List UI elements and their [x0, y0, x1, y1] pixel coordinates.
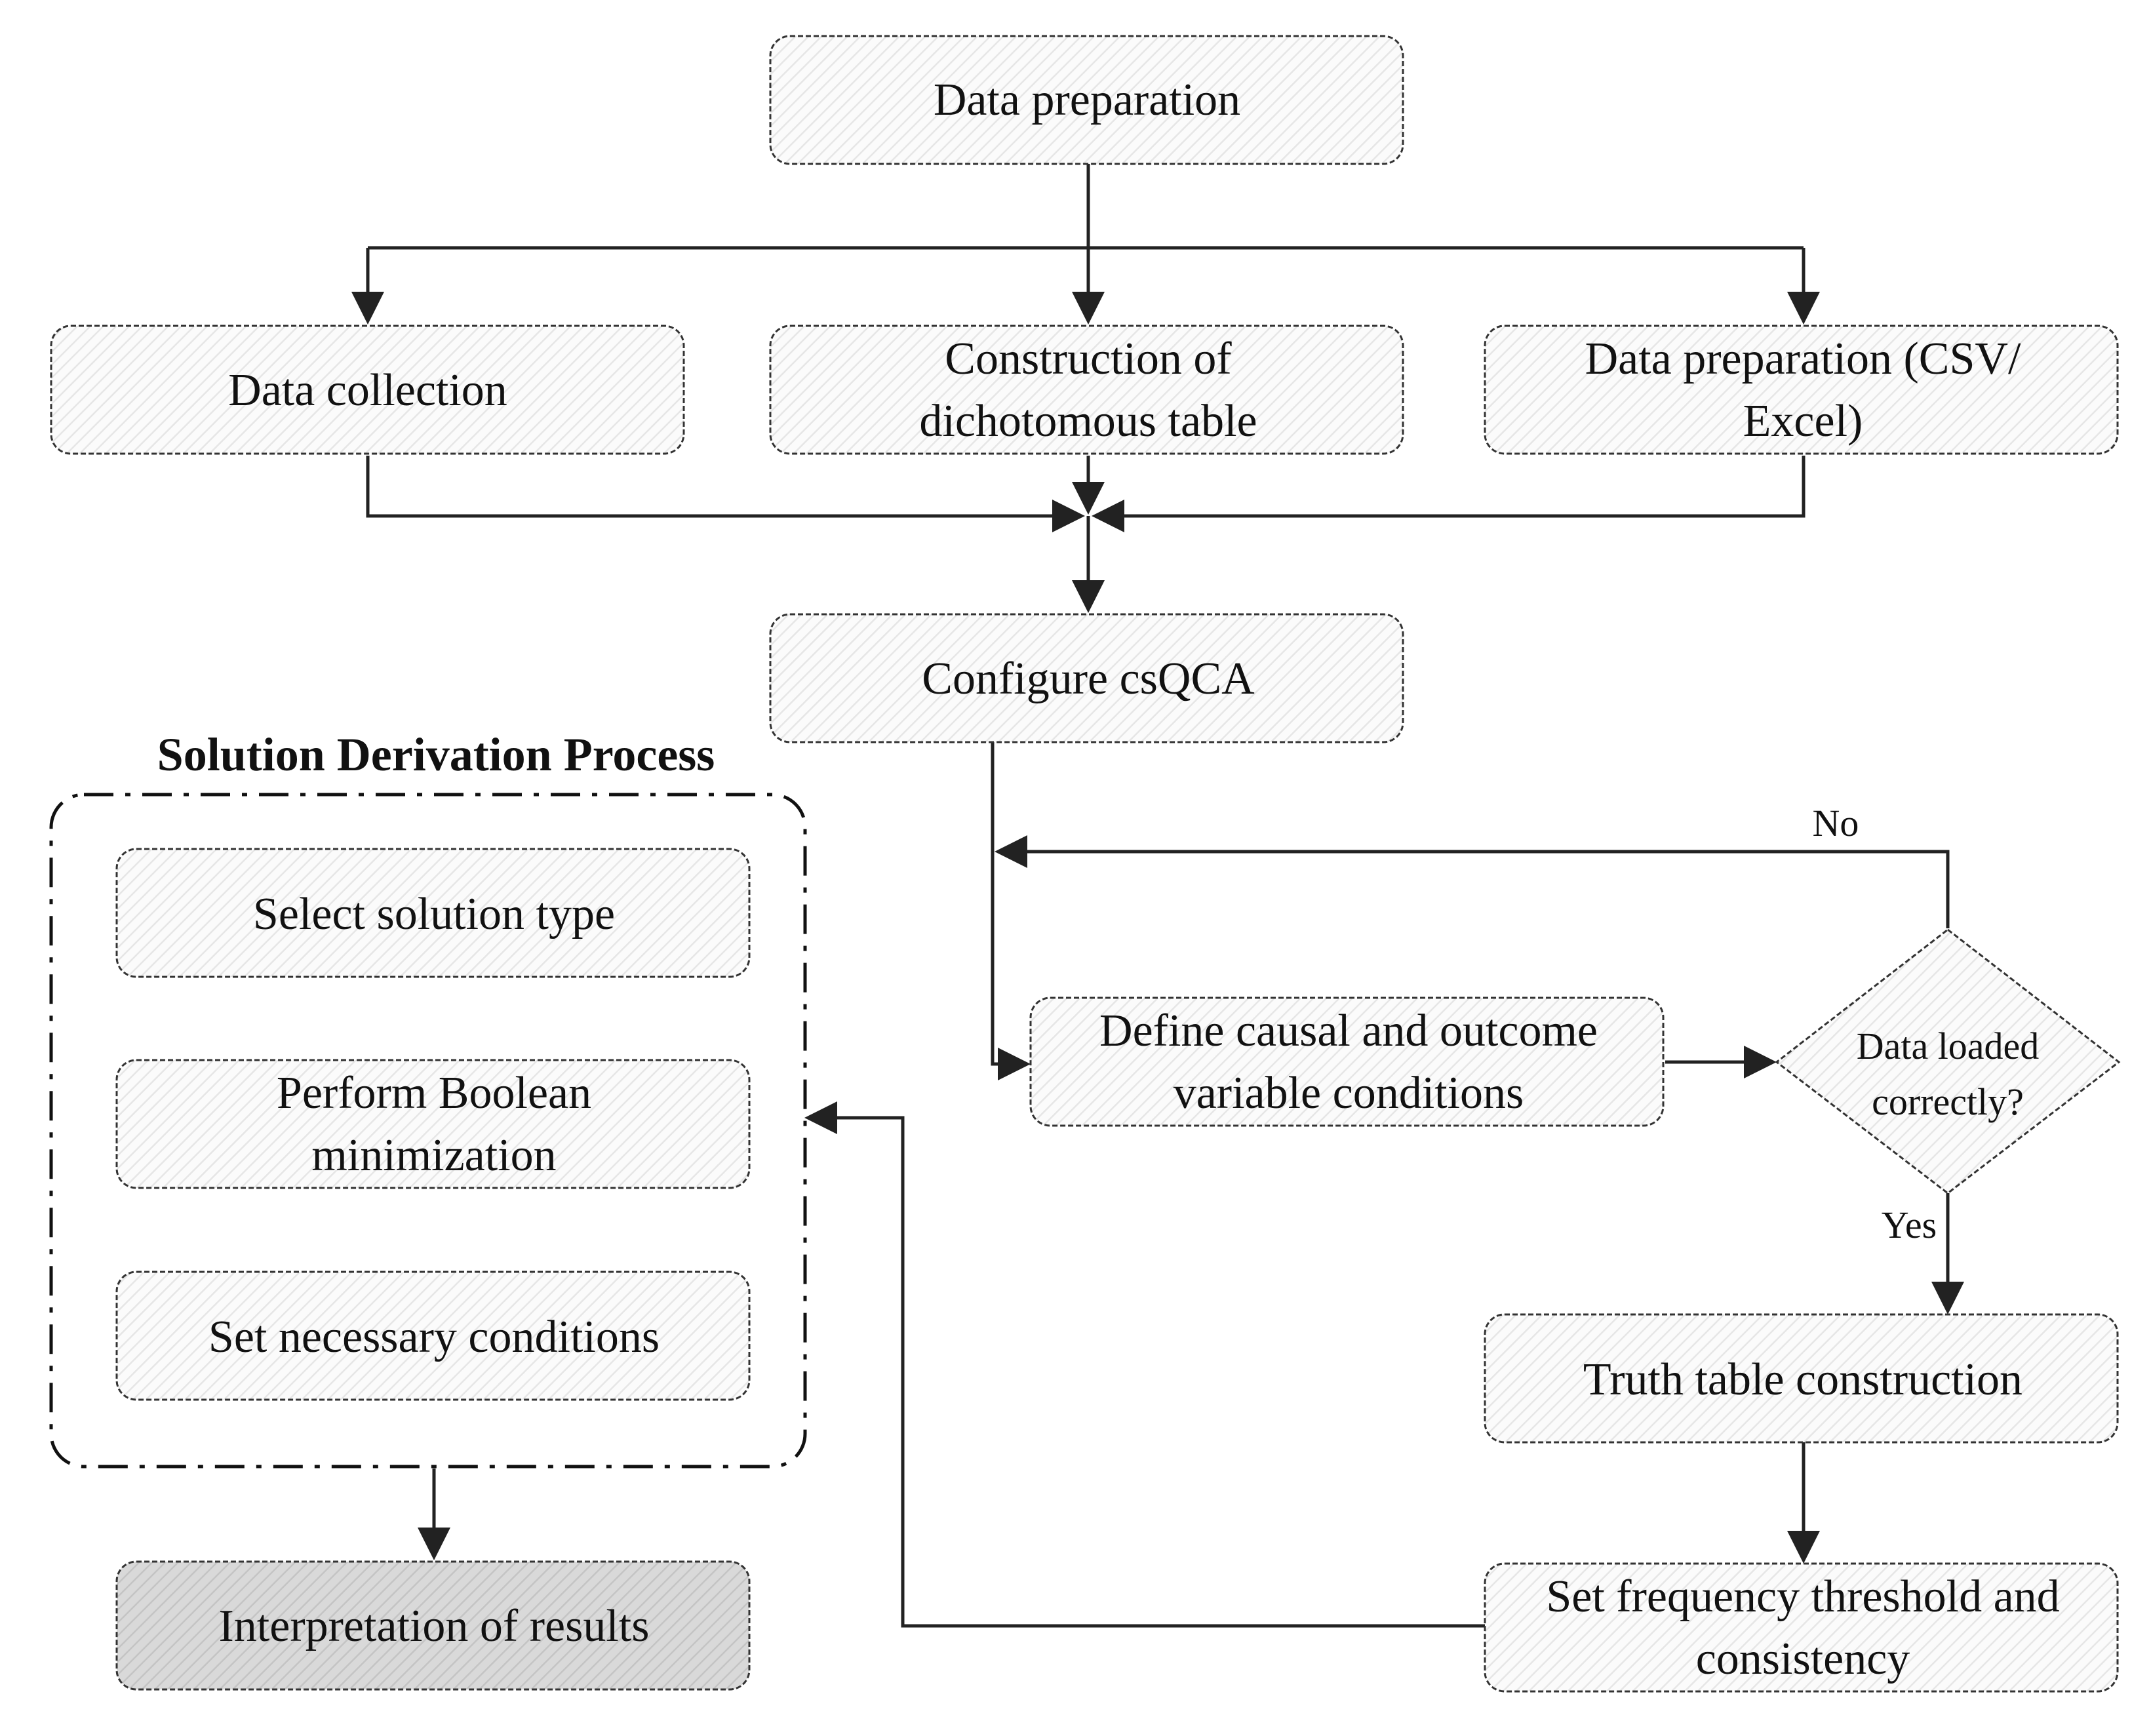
node-label-line-1: Perform Boolean: [277, 1068, 591, 1118]
node-box: [1029, 996, 1665, 1127]
node-interpretation-of-results: Interpretation of results: [115, 1560, 751, 1691]
decision-diamond: [1775, 928, 2121, 1194]
node-box: [769, 325, 1404, 455]
node-label: Data preparation: [934, 75, 1240, 125]
node-box: [769, 35, 1404, 165]
node-label-line-1: Data preparation (CSV/: [1585, 334, 2021, 384]
node-define-conditions: Define causal and outcome variable condi…: [1029, 996, 1665, 1127]
node-label-line-2: Excel): [1743, 396, 1863, 446]
node-data-collection: Data collection: [50, 325, 685, 455]
node-box: [50, 325, 685, 455]
node-box: [115, 1271, 751, 1401]
node-boolean-minimization: Perform Boolean minimization: [115, 1059, 751, 1189]
node-label: Truth table construction: [1583, 1354, 2023, 1405]
edge-frequency-to-group: [804, 1101, 1485, 1628]
node-box: [115, 848, 751, 978]
edge-label-no: No: [1813, 802, 1859, 844]
edge-csv-merge: [1092, 456, 1806, 532]
node-data-preparation-csv: Data preparation (CSV/ Excel): [1484, 325, 2119, 455]
node-label: Select solution type: [253, 889, 615, 939]
edge-data-collection-merge: [366, 456, 1085, 532]
node-box: [769, 613, 1404, 743]
node-label-line-1: Define causal and outcome: [1099, 1006, 1598, 1056]
node-label: Data collection: [228, 365, 507, 416]
decision-label-line-1: Data loaded: [1857, 1025, 2040, 1067]
node-label-line-2: variable conditions: [1174, 1068, 1524, 1118]
node-box: [1484, 325, 2119, 455]
node-box: [115, 1560, 751, 1691]
node-configure-csqca: Configure csQCA: [769, 613, 1404, 743]
node-label: Set necessary conditions: [208, 1312, 660, 1362]
connectors: [351, 164, 1964, 1628]
node-decision-data-loaded: Data loaded correctly?: [1775, 928, 2121, 1194]
node-label-line-2: dichotomous table: [919, 396, 1257, 446]
node-set-necessary-conditions: Set necessary conditions: [115, 1271, 751, 1401]
node-box: [1484, 1313, 2119, 1444]
node-data-preparation: Data preparation: [769, 35, 1404, 165]
node-label-line-2: minimization: [311, 1130, 556, 1181]
node-select-solution-type: Select solution type: [115, 848, 751, 978]
decision-label-line-2: correctly?: [1872, 1080, 2024, 1123]
group-title: Solution Derivation Process: [157, 728, 715, 781]
edge-decision-no: [995, 835, 1950, 928]
node-label-line-2: consistency: [1696, 1634, 1910, 1684]
node-truth-table-construction: Truth table construction: [1484, 1313, 2119, 1444]
node-label-line-1: Set frequency threshold and: [1546, 1571, 2059, 1622]
node-label-line-1: Construction of: [945, 334, 1232, 384]
edge-configure-to-define: [991, 741, 1031, 1080]
edge-label-yes: Yes: [1882, 1204, 1937, 1246]
node-label: Configure csQCA: [922, 654, 1255, 704]
node-box: [115, 1059, 751, 1189]
node-box: [1484, 1562, 2119, 1693]
node-set-frequency-threshold: Set frequency threshold and consistency: [1484, 1562, 2119, 1693]
node-label: Interpretation of results: [218, 1601, 649, 1651]
node-construction-dichotomous-table: Construction of dichotomous table: [769, 325, 1404, 455]
